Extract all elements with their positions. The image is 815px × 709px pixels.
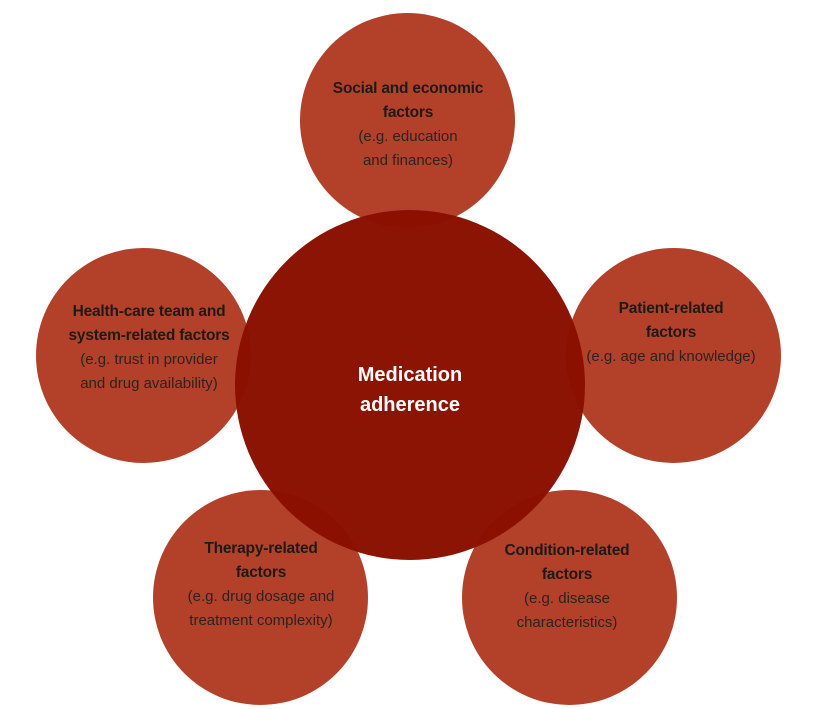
patient-related-desc-line1: (e.g. age and knowledge): [586, 348, 756, 365]
condition-related-label: Condition-related factors (e.g. disease …: [505, 539, 630, 635]
healthcare-system-circle: [36, 248, 251, 463]
therapy-related-desc-line2: treatment complexity): [189, 612, 333, 629]
therapy-related-label: Therapy-related factors (e.g. drug dosag…: [188, 537, 335, 633]
social-economic-label: Social and economic factors (e.g. educat…: [332, 77, 484, 173]
healthcare-system-desc-line2: and drug availability): [80, 375, 218, 392]
center-label: Medication adherence: [358, 360, 462, 420]
center-label-line2: adherence: [359, 394, 461, 416]
condition-related-desc-line1: (e.g. disease: [524, 590, 610, 607]
patient-related-heading-line2: factors: [645, 324, 697, 341]
patient-related-circle: [566, 248, 781, 463]
social-economic-desc-line1: (e.g. education: [358, 128, 458, 145]
healthcare-system-label: Health-care team and system-related fact…: [68, 300, 229, 396]
condition-related-desc-line2: characteristics): [516, 614, 618, 631]
therapy-related-heading-line2: factors: [235, 564, 287, 581]
social-economic-heading-line1: Social and economic: [332, 80, 484, 97]
social-economic-circle: [300, 13, 515, 228]
patient-related-heading-line1: Patient-related: [618, 300, 724, 317]
medication-adherence-circle: [235, 210, 585, 560]
social-economic-desc-line2: and finances): [362, 152, 454, 169]
center-label-line1: Medication: [357, 364, 463, 386]
healthcare-system-heading-line1: Health-care team and: [72, 303, 226, 320]
healthcare-system-desc-line1: (e.g. trust in provider: [80, 351, 218, 368]
therapy-related-desc-line1: (e.g. drug dosage and: [187, 588, 335, 605]
condition-related-heading-line1: Condition-related: [504, 542, 630, 559]
healthcare-system-heading-line2: system-related factors: [68, 327, 230, 344]
therapy-related-heading-line1: Therapy-related: [204, 540, 318, 557]
social-economic-heading-line2: factors: [382, 104, 434, 121]
patient-related-label: Patient-related factors (e.g. age and kn…: [586, 297, 755, 369]
condition-related-heading-line2: factors: [541, 566, 593, 583]
